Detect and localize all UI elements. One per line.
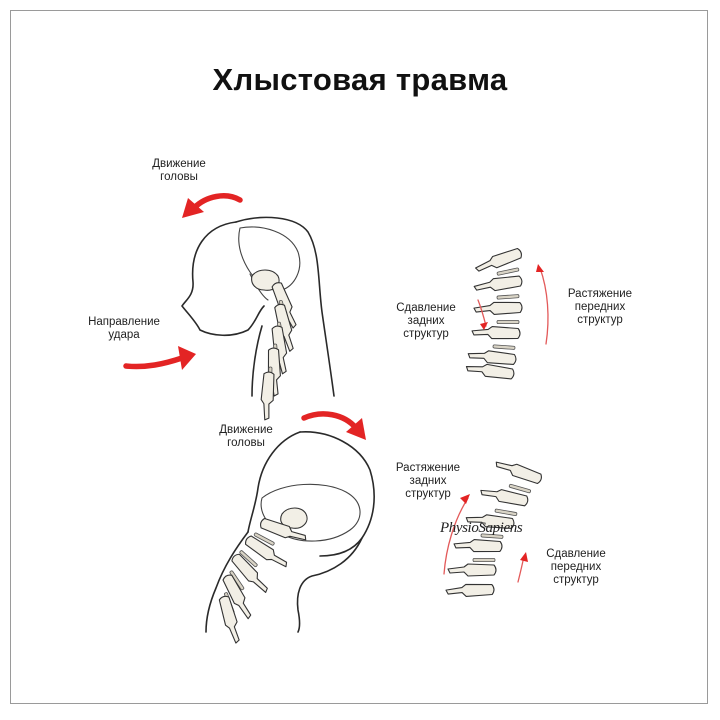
head-extension-figure bbox=[126, 196, 334, 421]
label-impact-direction: Направление удара bbox=[78, 316, 170, 342]
label-compression-posterior: Сдавление задних структур bbox=[386, 302, 466, 341]
label-compression-anterior: Сдавление передних структур bbox=[534, 548, 618, 587]
spine-extension-detail bbox=[465, 247, 548, 380]
label-stretch-anterior: Растяжение передних структур bbox=[552, 288, 648, 327]
label-head-motion-bottom: Движение головы bbox=[210, 424, 282, 450]
curved-arrow-left-icon bbox=[194, 196, 240, 208]
label-head-motion-top: Движение головы bbox=[134, 158, 224, 184]
curved-arrow-right-icon bbox=[304, 414, 356, 428]
straight-arrow-right-icon bbox=[126, 358, 182, 367]
label-stretch-posterior: Растяжение задних структур bbox=[382, 462, 474, 501]
brand-watermark: PhysioSapiens bbox=[440, 520, 522, 537]
